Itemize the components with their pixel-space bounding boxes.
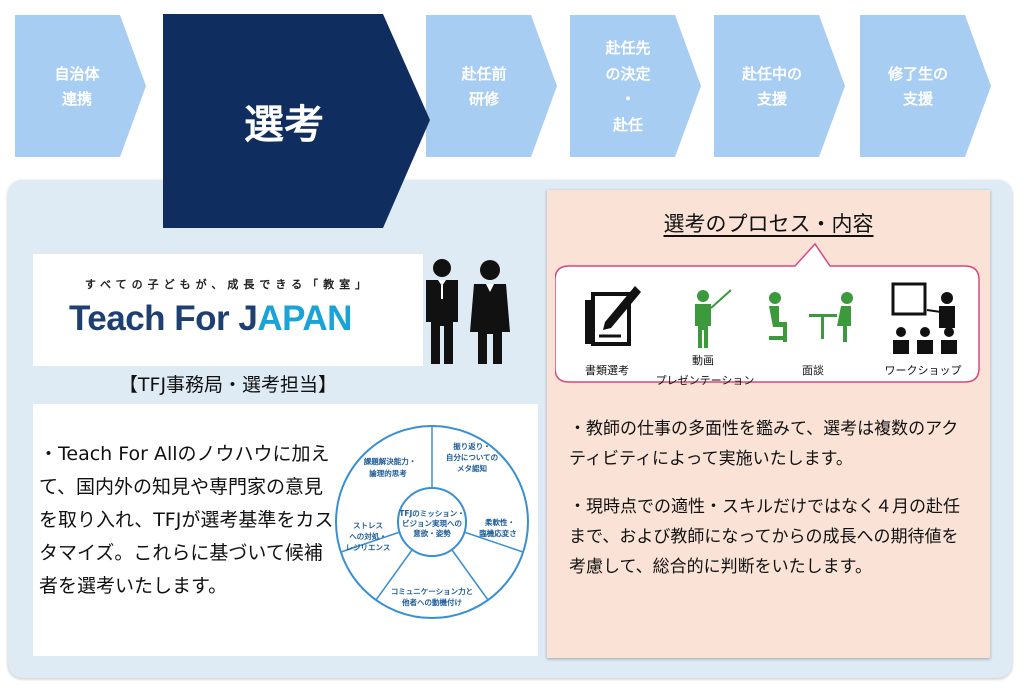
flow-step-2-active bbox=[163, 14, 430, 228]
wheel-seg-3-line-2: 他者への動機付け bbox=[401, 597, 462, 607]
wheel-seg-1-line-2: 自分についての bbox=[446, 452, 498, 462]
flow-step-3 bbox=[426, 15, 557, 157]
activity-label-workshop: ワークショップ bbox=[885, 364, 962, 377]
wheel-seg-5-line-1: 課題解決能力・ bbox=[364, 456, 417, 466]
process-description: ・教師の仕事の多面性を鑑みて、選考は複数のアクティビティによって実施いたします。… bbox=[569, 414, 973, 600]
wheel-seg-1-line-1: 振り返り・ bbox=[453, 441, 491, 451]
flow-step-6-line-2: 支援 bbox=[902, 90, 934, 108]
description-text: ・Teach For Allのノウハウに加えて、国内外の知見や専門家の意見を取り… bbox=[39, 443, 334, 597]
flow-step-4-line-3: ・ bbox=[620, 90, 635, 108]
flow-step-3-line-1: 赴任前 bbox=[460, 65, 506, 83]
wheel-center-line-3: 意欲・姿勢 bbox=[413, 528, 451, 538]
flow-step-4 bbox=[570, 15, 701, 157]
activity-label-document: 書類選考 bbox=[585, 363, 629, 377]
criteria-wheel: TFJのミッション・ ビジョン実現への 意欲・姿勢 振り返り・ 自分についての … bbox=[335, 425, 529, 619]
process-flow: 自治体 連携 赴任前 研修 赴任先 の決定 ・ 赴任 赴任中の 支援 修了生の … bbox=[15, 15, 991, 157]
flow-step-1 bbox=[15, 15, 146, 157]
wheel-seg-3-line-1: コミュニケーション力と bbox=[391, 586, 473, 596]
staff-people-icon bbox=[426, 259, 510, 364]
flow-step-4-line-2: の決定 bbox=[605, 65, 650, 83]
flow-step-1-line-2: 連携 bbox=[62, 90, 92, 108]
flow-step-5 bbox=[714, 15, 845, 157]
activity-bubble: 書類選考 動画 プレゼンテーション 面談 ワークショップ bbox=[555, 242, 980, 387]
flow-step-3-line-2: 研修 bbox=[469, 90, 500, 108]
flow-step-4-line-4: 赴任 bbox=[612, 116, 643, 134]
flow-step-2-label: 選考 bbox=[244, 102, 324, 148]
wheel-center-line-2: ビジョン実現への bbox=[402, 518, 462, 528]
flow-step-4-line-1: 赴任先 bbox=[604, 39, 650, 57]
flow-step-1-line-1: 自治体 bbox=[54, 65, 100, 83]
flow-step-5-line-1: 赴任中の bbox=[741, 65, 802, 83]
wheel-seg-5-line-2: 論理的思考 bbox=[369, 468, 407, 478]
document-icon bbox=[585, 286, 641, 346]
wheel-seg-1-line-3: メタ認知 bbox=[457, 463, 487, 473]
activity-label-video: 動画 bbox=[692, 353, 714, 367]
flow-step-5-line-2: 支援 bbox=[756, 90, 788, 108]
wheel-seg-4-line-1: ストレス bbox=[353, 521, 383, 530]
wheel-seg-2-line-1: 柔軟性・ bbox=[485, 517, 515, 527]
flow-step-6-line-1: 修了生の bbox=[887, 65, 948, 83]
wheel-seg-2-line-2: 臨機応変さ bbox=[479, 528, 517, 538]
logo-brand-highlight: APAN bbox=[257, 299, 352, 338]
presenter-icon bbox=[695, 289, 732, 348]
active-step-layer: 選考 bbox=[163, 14, 430, 228]
logo-brand-text: Teach For J bbox=[69, 299, 258, 338]
wheel-center-line-1: TFJのミッション・ bbox=[399, 509, 465, 518]
interview-icon bbox=[769, 292, 853, 342]
process-paragraph-2: ・現時点での適性・スキルだけではなく４月の赴任まで、および教師になってからの成長… bbox=[569, 497, 960, 577]
logo-brand: Teach For JAPAN bbox=[69, 299, 352, 339]
logo-tagline: すべての子どもが、成長できる「教室」 bbox=[84, 278, 372, 291]
flow-step-6 bbox=[860, 15, 991, 157]
process-title: 選考のプロセス・内容 bbox=[663, 212, 874, 236]
workshop-icon bbox=[891, 282, 957, 354]
wheel-seg-4-line-3: レジリエンス bbox=[346, 543, 391, 552]
tfj-logo: すべての子どもが、成長できる「教室」 Teach For JAPAN bbox=[33, 254, 423, 366]
process-paragraph-1: ・教師の仕事の多面性を鑑みて、選考は複数のアクティビティによって実施いたします。 bbox=[569, 419, 959, 469]
activity-label-presentation: プレゼンテーション bbox=[656, 374, 755, 387]
role-label: 【TFJ事務局・選考担当】 bbox=[118, 374, 338, 396]
wheel-seg-4-line-2: への対処・ bbox=[349, 531, 387, 541]
activity-label-interview: 面談 bbox=[802, 363, 824, 377]
